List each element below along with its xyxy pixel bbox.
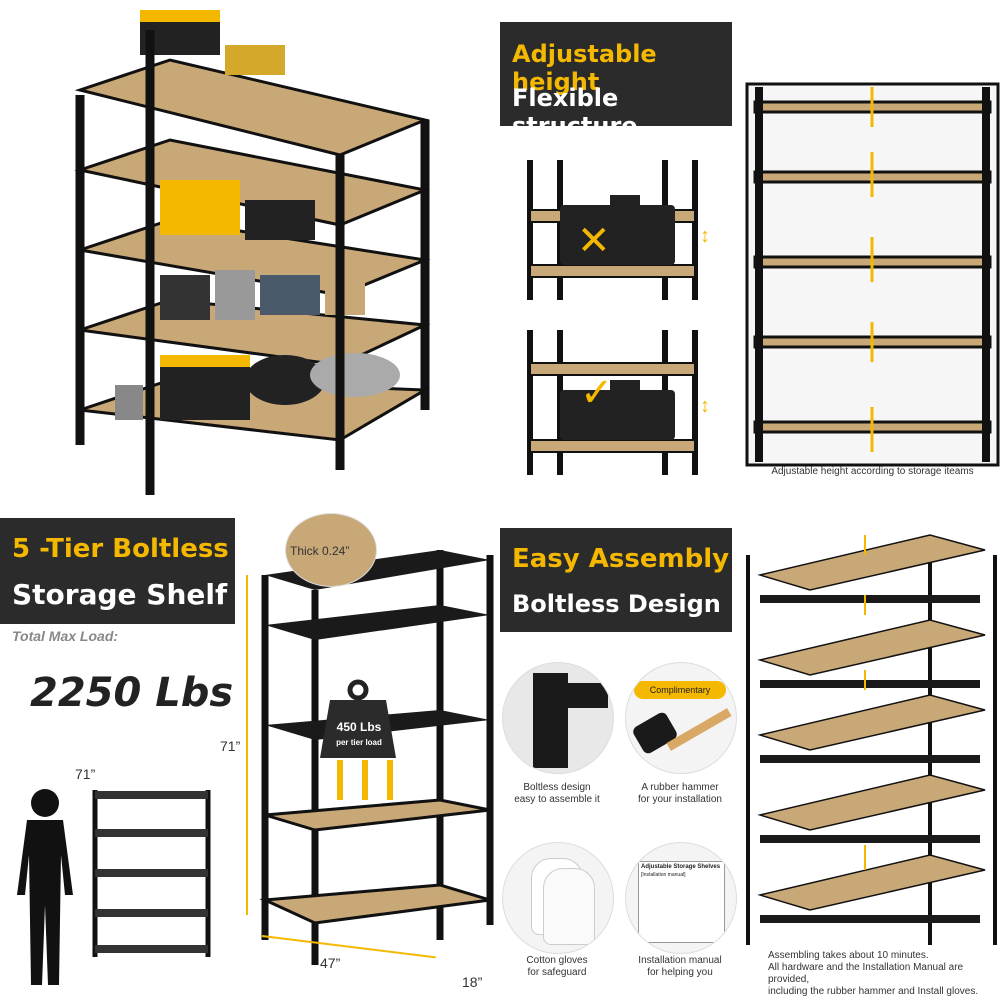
weight-value: 450 Lbs <box>336 720 382 734</box>
thickness-label: Thick 0.24” <box>290 544 350 558</box>
assembly-banner: Easy Assembly Boltless Design <box>500 528 732 632</box>
thickness-callout: Thick 0.24” <box>285 513 377 587</box>
load-label: Total Max Load: <box>12 628 119 644</box>
manual-title: Adjustable Storage Shelves <box>641 864 721 870</box>
gloves-circle <box>502 842 614 954</box>
banner-title: 5 -Tier Boltless <box>12 534 229 564</box>
adjustable-frame-image <box>745 82 1000 467</box>
person-silhouette-icon <box>5 785 85 990</box>
tier-banner: 5 -Tier Boltless Storage Shelf <box>0 518 235 624</box>
height-small-label: 71” <box>75 766 96 782</box>
loaded-shelf-image <box>70 0 440 495</box>
feature-caption: Boltless design easy to assemble it <box>514 782 600 805</box>
hammer-circle: Complimentary <box>625 662 737 774</box>
adjust-caption: Adjustable height according to storage i… <box>771 466 974 477</box>
width-dimension: 47” <box>320 955 341 971</box>
boltless-circle <box>502 662 614 774</box>
banner-title: Easy Assembly <box>512 544 730 574</box>
cross-icon: ✕ <box>577 218 611 264</box>
dimension-shelf-image <box>255 545 500 980</box>
banner-subtitle: Boltless Design <box>512 590 721 618</box>
height-line <box>246 575 248 915</box>
manual-subtitle: [Installation manual] <box>641 872 686 878</box>
adjustable-banner: Adjustable height Flexible structure <box>500 22 732 140</box>
feature-caption: Installation manual for helping you <box>638 955 722 978</box>
complimentary-tag: Complimentary <box>634 681 726 699</box>
height-dimension: 71” <box>220 738 241 754</box>
arrow-icon: ↕ <box>700 225 710 247</box>
wrong-fit-example: ✕ ↕ <box>515 150 715 310</box>
depth-dimension: 18” <box>462 974 483 990</box>
small-shelf-diagram <box>90 785 215 960</box>
feature-caption: Cotton gloves for safeguard <box>526 955 588 978</box>
feature-caption: A rubber hammer for your installation <box>638 782 722 805</box>
assembly-exploded-image <box>740 515 1000 950</box>
assembly-caption: Assembling takes about 10 minutes. All h… <box>768 950 979 997</box>
banner-subtitle: Storage Shelf <box>12 578 228 611</box>
manual-circle: Adjustable Storage Shelves [Installation… <box>625 842 737 954</box>
arrow-icon: ↕ <box>700 395 710 417</box>
right-fit-example: ✓ ↕ <box>515 325 715 485</box>
weight-icon: 450 Lbs per tier load <box>318 679 398 760</box>
banner-title: Adjustable height <box>512 40 657 96</box>
load-value: 2250 Lbs <box>30 670 234 716</box>
check-icon: ✓ <box>580 370 614 416</box>
weight-unit: per tier load <box>336 738 382 747</box>
banner-subtitle: Flexible structure <box>512 84 638 140</box>
